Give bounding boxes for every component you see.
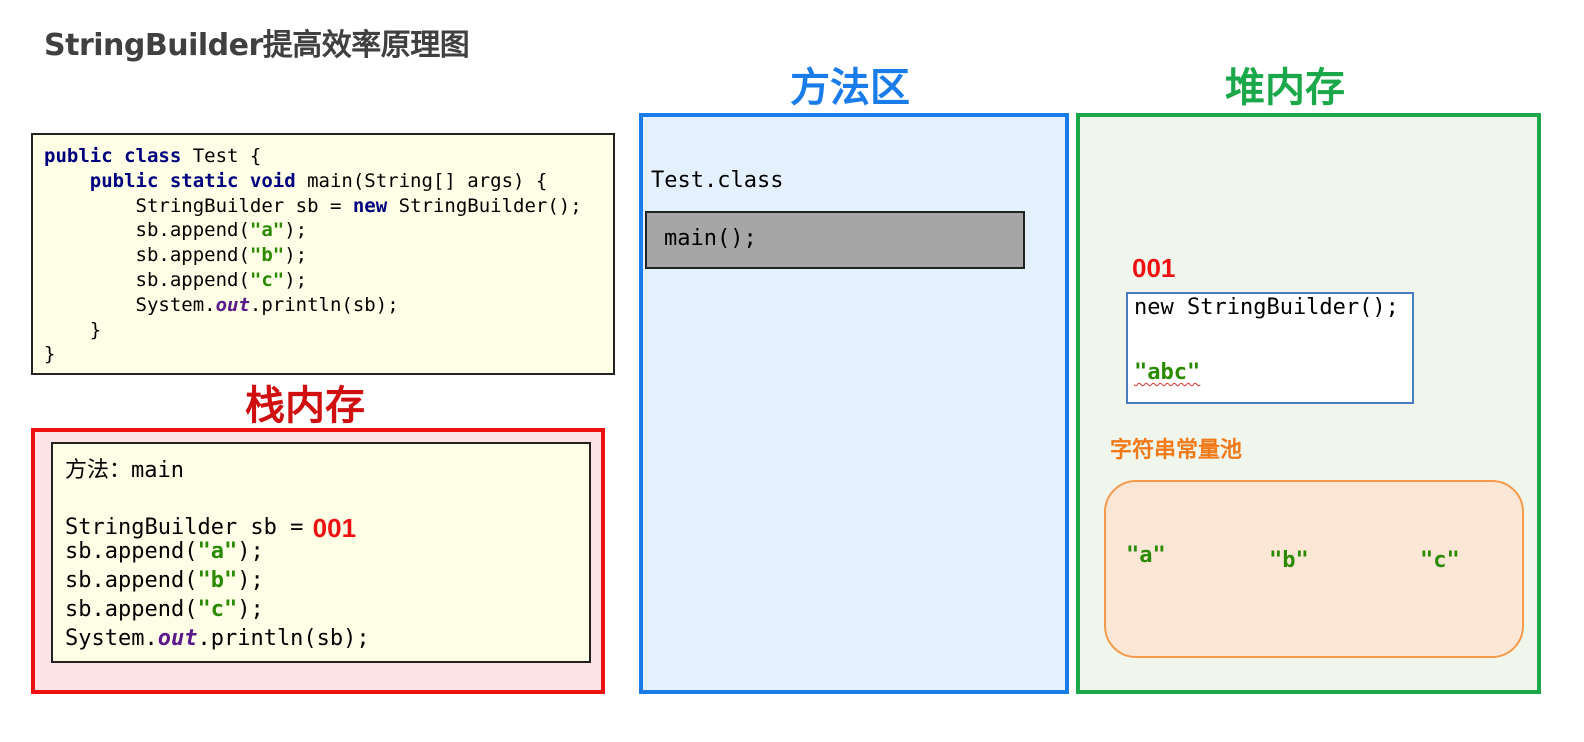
stack-title: 栈内存 <box>245 383 365 429</box>
stack-text: ); <box>237 597 264 622</box>
heap-object-address: 001 <box>1132 253 1176 283</box>
pool-string-a: "a" <box>1126 543 1166 568</box>
stringbuilder-constructor: new StringBuilder(); <box>1134 295 1399 320</box>
pool-string-c: "c" <box>1420 548 1460 573</box>
stack-frame-decl: StringBuilder sb = 001 <box>65 510 357 543</box>
stack-frame: 方法：main StringBuilder sb = 001 sb.append… <box>51 442 591 663</box>
code-text: StringBuilder sb = <box>135 194 353 217</box>
code-listing: public class Test { public static void m… <box>31 133 615 375</box>
stack-frame-method: 方法：main <box>65 458 184 483</box>
stack-decl-text: StringBuilder sb = <box>65 515 317 540</box>
stack-text: ); <box>237 568 264 593</box>
code-keyword: new <box>352 194 388 217</box>
method-entry: main(); <box>645 211 1025 269</box>
stringbuilder-value: "abc" <box>1134 360 1201 385</box>
stack-text: sb.append( <box>65 597 198 622</box>
code-field: out <box>215 293 250 316</box>
stringbuilder-object: new StringBuilder(); "abc" <box>1126 292 1414 404</box>
method-entry-label: main(); <box>664 226 757 251</box>
pool-string-b: "b" <box>1269 548 1309 573</box>
code-text: ); <box>284 268 308 291</box>
code-string: "a" <box>249 219 285 242</box>
stack-string: "a" <box>197 539 238 564</box>
method-area-region <box>639 113 1069 694</box>
stack-text: sb.append( <box>65 539 198 564</box>
code-string: "c" <box>249 268 285 291</box>
string-constant-pool <box>1104 480 1524 658</box>
class-name: Test.class <box>651 168 784 193</box>
stack-string: "b" <box>197 568 238 593</box>
code-text: } <box>44 343 56 366</box>
code-text: } <box>89 318 102 341</box>
stack-text: ); <box>237 539 264 564</box>
method-area-title: 方法区 <box>790 65 910 111</box>
stack-frame-append: sb.append("c"); <box>65 597 264 622</box>
stack-frame-append: sb.append("b"); <box>65 568 264 593</box>
stack-frame-append: sb.append("a"); <box>65 539 264 564</box>
code-text: sb.append( <box>135 268 250 291</box>
code-text: ); <box>284 219 308 242</box>
stack-ref-address: 001 <box>312 513 357 543</box>
code-text: System. <box>135 293 216 316</box>
code-text: sb.append( <box>135 244 250 267</box>
code-text: Test { <box>181 145 262 167</box>
stack-text: .println(sb); <box>197 626 370 651</box>
code-string: "b" <box>249 244 285 267</box>
heap-title: 堆内存 <box>1225 65 1345 111</box>
code-text: sb.append( <box>135 219 250 242</box>
code-text: ); <box>284 244 308 267</box>
stack-text: System. <box>65 626 158 651</box>
code-keyword: public static void <box>89 169 296 192</box>
stack-field: out <box>157 626 198 651</box>
string-pool-label: 字符串常量池 <box>1110 438 1243 463</box>
stack-string: "c" <box>197 597 238 622</box>
code-text: .println(sb); <box>249 293 399 316</box>
code-keyword: public class <box>44 145 182 167</box>
page-title: StringBuilder提高效率原理图 <box>44 28 470 63</box>
stack-frame-print: System.out.println(sb); <box>65 626 370 651</box>
code-text: main(String[] args) { <box>295 169 548 192</box>
stack-text: sb.append( <box>65 568 198 593</box>
code-text: StringBuilder(); <box>387 194 582 217</box>
